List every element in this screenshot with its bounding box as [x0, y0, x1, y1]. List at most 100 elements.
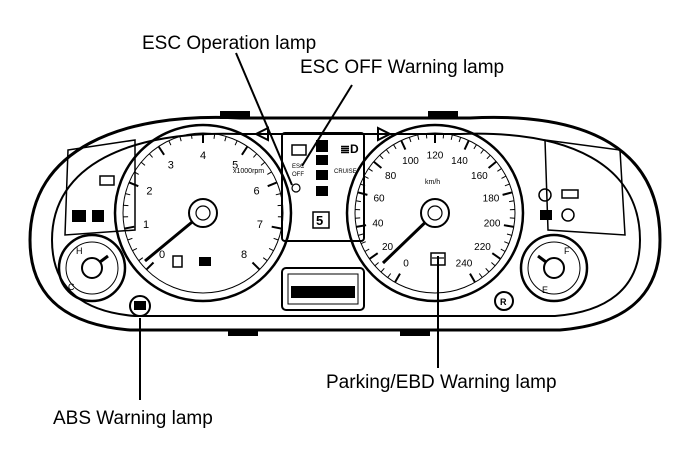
speedometer-tick	[486, 154, 491, 160]
tachometer-tick	[213, 133, 216, 139]
mount-tab-left	[220, 111, 250, 119]
tachometer-tick	[273, 237, 279, 241]
tachometer-tick	[224, 136, 227, 142]
speedometer-tick	[360, 241, 366, 245]
tachometer-tick	[253, 153, 258, 158]
speedometer-tick	[417, 134, 420, 140]
speedometer-tick	[509, 200, 515, 203]
tachometer-label: 8	[241, 249, 247, 261]
tachometer-label: 4	[200, 150, 206, 162]
tachometer-label: 3	[168, 160, 174, 172]
fog-lamp-icon	[172, 255, 183, 268]
right-turn-arrow-icon	[377, 126, 393, 142]
abs-label: ABS Warning lamp	[53, 408, 213, 429]
speedometer-tick	[497, 168, 502, 172]
speedometer-label: 120	[427, 151, 444, 162]
tachometer-tick	[132, 247, 138, 252]
speedometer-tick	[478, 273, 483, 278]
tachometer-tick	[241, 145, 249, 156]
speedometer-tick	[380, 267, 385, 273]
tachometer-tick	[179, 136, 182, 142]
esc-off-leader	[301, 84, 353, 167]
speedometer-tick	[385, 149, 390, 154]
svg-text:OFF: OFF	[292, 172, 304, 178]
tachometer-tick	[145, 261, 155, 271]
tachometer-tick	[271, 225, 282, 230]
parking-ebd-label: Parking/EBD Warning lamp	[326, 372, 557, 393]
speedometer-tick	[480, 149, 485, 154]
tachometer-tick	[251, 261, 261, 271]
speedometer-tick	[425, 133, 428, 139]
oil-lamp-icon	[561, 189, 579, 199]
indicator-lamp-2	[316, 155, 328, 165]
engine-lamp-icon	[540, 210, 552, 220]
speedometer-tick	[504, 241, 510, 245]
speedometer-label: 20	[382, 242, 394, 253]
abs-warning-lamp-icon	[129, 295, 151, 317]
speedometer-tick	[485, 267, 490, 273]
tachometer-tick	[267, 181, 278, 188]
tachometer-label: 5	[232, 160, 238, 172]
tachometer-label: 7	[257, 219, 263, 231]
speedometer-label: 80	[385, 171, 397, 182]
gear-indicator-box	[312, 211, 330, 229]
svg-text:E: E	[542, 285, 548, 295]
high-beam-icon: ≣D	[340, 142, 359, 156]
left-turn-arrow-icon	[253, 126, 269, 142]
speedometer-tick	[355, 200, 361, 203]
mount-tab-bottom-left	[228, 330, 258, 336]
svg-text:C: C	[68, 282, 75, 292]
speedometer-tick	[473, 144, 477, 150]
battery-lamp-icon	[99, 175, 115, 186]
tachometer-tick	[267, 171, 272, 175]
mount-tab-bottom-right	[400, 330, 430, 336]
speedometer-tick	[368, 168, 373, 172]
speedometer-label: 200	[484, 219, 501, 230]
speedometer-tick	[387, 273, 392, 278]
speedometer-label: 140	[451, 156, 468, 167]
airbag-lamp-icon	[92, 210, 104, 222]
speedometer-label: 100	[402, 156, 419, 167]
tachometer-tick	[234, 140, 238, 146]
speedometer-label: 40	[372, 219, 384, 230]
trip-reset-knob	[494, 291, 514, 311]
speedometer-tick	[357, 191, 368, 196]
tachometer-label: 1	[143, 219, 149, 231]
headlamp-icon	[291, 144, 307, 156]
speedometer-tick	[408, 137, 412, 143]
tachometer-tick	[138, 257, 144, 262]
speedometer-tick	[504, 183, 510, 187]
tachometer-label: 0	[159, 249, 165, 261]
speedometer-tick	[469, 273, 476, 283]
speedometer-tick	[487, 160, 497, 169]
esc-operation-leader	[235, 52, 293, 186]
tachometer-unit: x1000rpm	[233, 168, 264, 175]
tachometer-tick	[168, 140, 172, 146]
seatbelt-lamp-icon	[72, 210, 86, 222]
speedometer-tick	[373, 160, 383, 169]
speedometer-label: 240	[456, 259, 473, 270]
cluster-housing	[28, 115, 662, 332]
speedometer-tick	[358, 233, 364, 236]
left-lamp-pod	[64, 139, 136, 236]
lcd-odometer-digits	[291, 286, 355, 298]
indicator-lamp-3	[316, 170, 328, 180]
speedometer-label: 60	[373, 194, 385, 205]
speedometer-tick	[500, 248, 506, 252]
tachometer-tick	[127, 237, 133, 241]
tachometer-tick	[262, 257, 268, 262]
speedometer-tick	[503, 224, 514, 228]
speedometer-tick	[400, 140, 407, 151]
tachometer-tick	[134, 171, 139, 175]
tachometer-label: 2	[146, 186, 152, 198]
tachometer-tick	[124, 225, 135, 230]
esc-operation-label: ESC Operation lamp	[142, 33, 317, 54]
speedometer-tick	[393, 144, 397, 150]
svg-text:R: R	[500, 297, 507, 307]
door-lamp-icon	[538, 188, 552, 202]
indicator-lamp-1	[316, 140, 328, 152]
fuel-gauge: F E	[519, 233, 589, 303]
